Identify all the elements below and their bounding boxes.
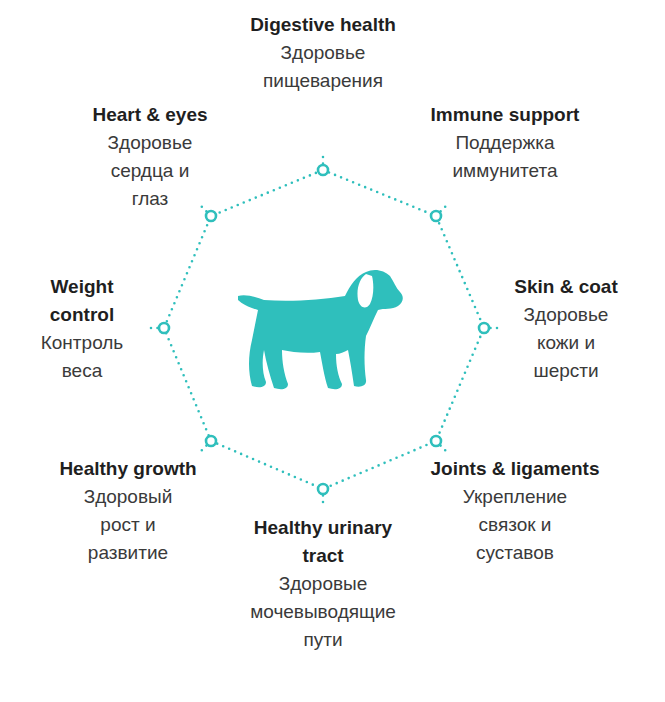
benefit-label: Immune supportПоддержка иммунитета (429, 101, 582, 185)
benefit-text: Здоровье сердца и глаз (103, 129, 198, 213)
benefit-text: Здоровый рост и развитие (73, 483, 183, 567)
puppy-silhouette (238, 270, 403, 389)
benefit-label: Weight controlКонтроль веса (25, 273, 139, 385)
benefit-heading: Weight control (27, 273, 137, 329)
benefit-label: Healthy urinary tractЗдоровые мочевыводя… (246, 514, 400, 654)
benefit-label: Skin & coatЗдоровье кожи и шерсти (509, 273, 623, 385)
benefit-label: Heart & eyesЗдоровье сердца и глаз (90, 101, 209, 213)
benefit-text: Поддержка иммунитета (440, 129, 570, 185)
benefit-text: Здоровые мочевыводящие пути (248, 570, 398, 654)
benefit-heading: Joints & ligaments (429, 455, 602, 483)
benefit-heading: Skin & coat (509, 273, 623, 301)
benefit-label: Joints & ligamentsУкрепление связок и су… (429, 455, 602, 567)
benefit-heading: Healthy urinary tract (253, 514, 393, 570)
benefit-heading: Heart & eyes (90, 101, 209, 129)
benefit-text: Укрепление связок и суставов (452, 483, 577, 567)
benefit-label: Digestive healthЗдоровье пищеварения (246, 11, 400, 95)
benefit-heading: Immune support (429, 101, 582, 129)
benefit-heading: Healthy growth (57, 455, 198, 483)
benefit-heading: Digestive health (246, 11, 400, 39)
benefit-text: Здоровье кожи и шерсти (511, 301, 621, 385)
benefit-label: Healthy growthЗдоровый рост и развитие (57, 455, 198, 567)
benefit-text: Здоровье пищеварения (248, 39, 398, 95)
benefit-text: Контроль веса (32, 329, 132, 385)
